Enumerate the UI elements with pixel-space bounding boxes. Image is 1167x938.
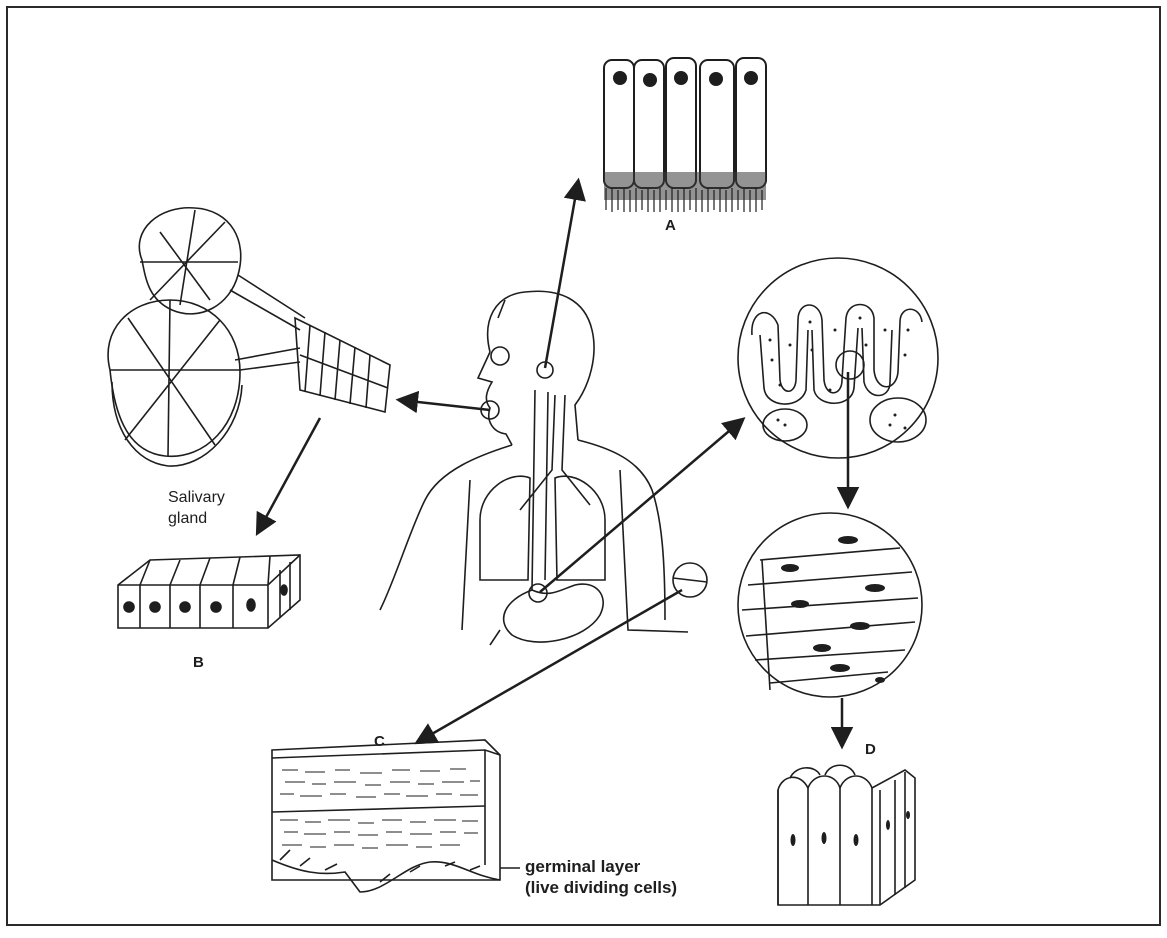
salivary-gland-icon [108,208,390,466]
label-b: B [193,654,204,671]
stratified-epithelium-icon [272,740,500,892]
villi-section [738,258,938,458]
germinal-layer-label-line2: (live dividing cells) [525,877,677,898]
salivary-gland-label-line2: gland [168,508,225,529]
label-a: A [665,217,676,234]
ciliated-columnar-icon [604,58,766,212]
cuboidal-epithelium-icon [118,555,300,628]
germinal-layer-label-line1: germinal layer [525,856,677,877]
germinal-layer-label: germinal layer (live dividing cells) [525,856,677,898]
label-d: D [865,741,876,758]
columnar-epithelium-icon [778,765,915,905]
columnar-section [738,513,922,697]
label-c: C [374,733,385,750]
salivary-gland-label-line1: Salivary [168,487,225,508]
salivary-gland-label: Salivary gland [168,487,225,529]
human-torso-icon [380,291,707,645]
